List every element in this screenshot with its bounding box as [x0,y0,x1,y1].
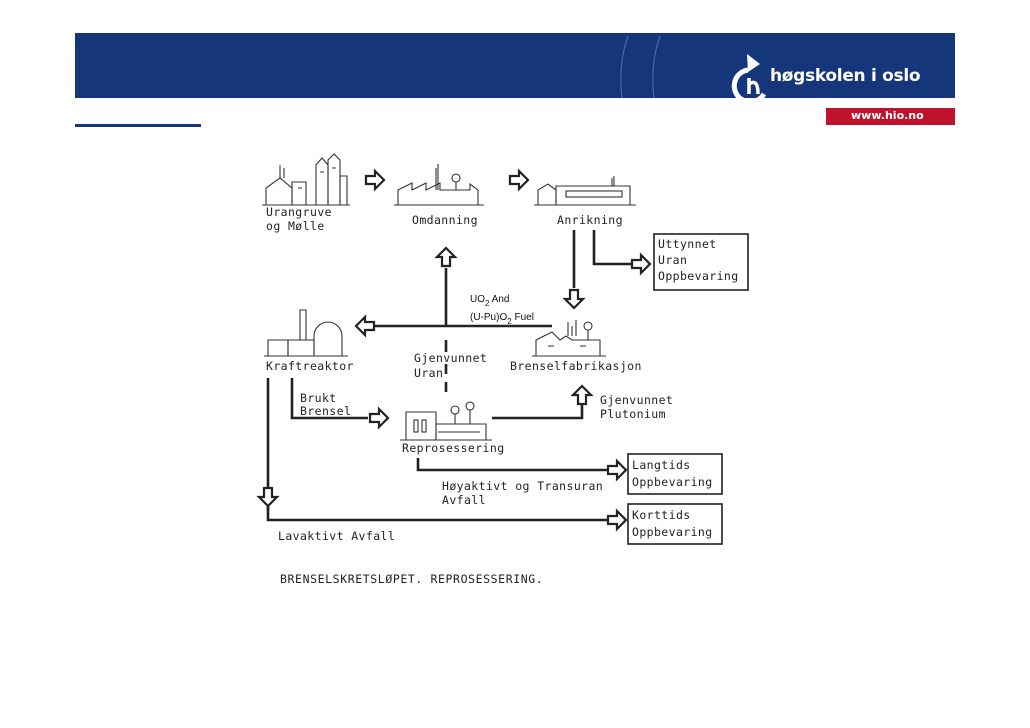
label-shortterm-1: Korttids [632,508,691,522]
label-mine: Urangruve [266,205,332,219]
reactor-icon [264,309,348,357]
label-recovered-u-2: Uran [414,366,443,380]
label-longterm-1: Langtids [632,458,691,472]
label-llw: Lavaktivt Avfall [278,529,395,543]
label-fabrication: Brenselfabrikasjon [510,359,642,373]
label-hlw-2: Avfall [442,493,486,507]
label-spent-1: Brukt [300,391,337,405]
institution-name[interactable]: høgskolen i oslo [770,66,921,86]
label-recovered-pu-2: Plutonium [600,407,666,421]
label-depleted-1: Uttynnet [658,237,717,251]
header-banner [75,33,955,98]
header-rule [75,124,201,127]
institution-url[interactable]: www.hio.no [851,109,924,122]
label-fuel-2: (U-Pu)O2 Fuel [470,312,534,326]
logo-icon [731,54,767,105]
url-box [826,108,955,125]
label-enrichment: Anrikning [557,213,623,227]
label-fuel-1: UO2 And [470,294,509,308]
label-spent-2: Brensel [300,404,351,418]
label-depleted-3: Oppbevaring [658,269,739,283]
label-mine-2: og Mølle [266,219,325,233]
label-shortterm-2: Oppbevaring [632,525,713,539]
shortterm-storage-box [627,503,723,545]
label-conversion: Omdanning [412,213,478,227]
header-white-tab [200,98,820,126]
mine-mill-icon [262,153,350,206]
label-depleted-2: Uran [658,253,687,267]
longterm-storage-box [627,453,723,495]
label-longterm-2: Oppbevaring [632,475,713,489]
depleted-storage-box [653,233,749,291]
conversion-icon [394,164,484,206]
label-recovered-pu-1: Gjenvunnet [600,393,673,407]
label-reactor: Kraftreaktor [266,359,354,373]
reprocessing-icon [400,401,492,441]
fabrication-icon [532,320,606,357]
header-gap [75,98,200,126]
flow-lines [266,230,632,522]
diagram-caption: BRENSELSKRETSLØPET. REPROSESSERING. [280,572,543,586]
label-recovered-u-1: Gjenvunnet [414,351,487,365]
enrichment-icon [534,176,636,206]
label-hlw-1: Høyaktivt og Transuran [442,479,603,493]
label-reprocessing: Reprosessering [402,441,505,455]
